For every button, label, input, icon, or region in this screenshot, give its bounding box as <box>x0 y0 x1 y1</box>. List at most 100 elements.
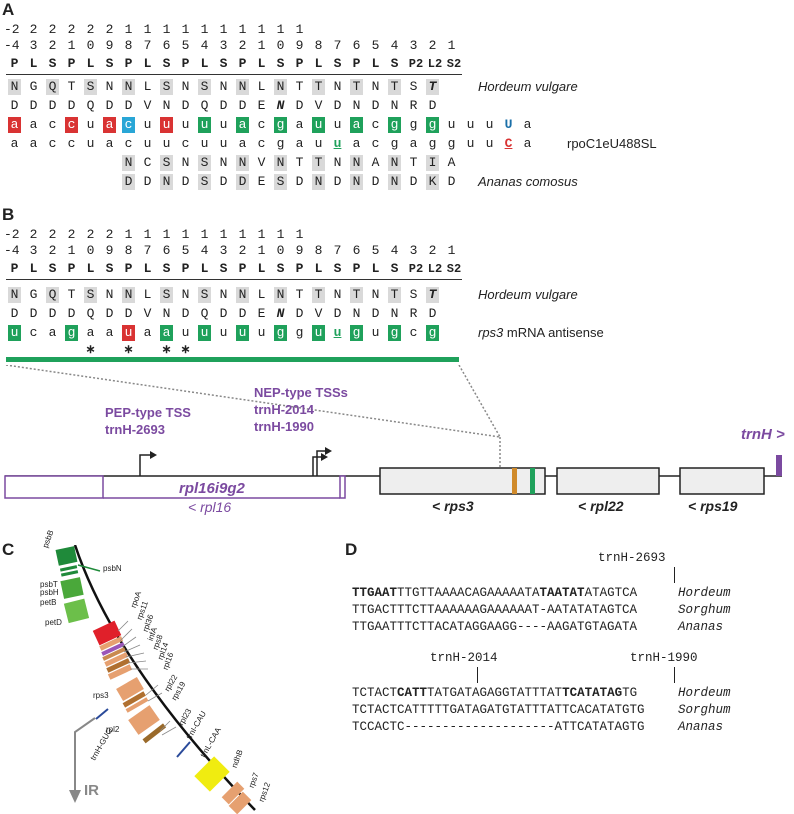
rps3-nucleotide: u <box>257 325 266 340</box>
motif-letter: S <box>105 261 114 276</box>
rpoc1-edited-nucleotide: u <box>86 136 95 151</box>
rps3-nucleotide: u <box>8 325 21 341</box>
hordeum-aa1: V <box>314 306 323 321</box>
label-rps3: rps3 <box>93 691 109 700</box>
promoter-sequence-line: TCTACTCATTTATGATAGAGGTATTTATTCATATAGTG <box>352 685 637 701</box>
motif-letter: L <box>257 56 266 71</box>
rps3-nucleotide: a <box>105 325 114 340</box>
position-ones-digit: 0 <box>276 38 285 53</box>
position-tens-digit: 2 <box>105 227 114 242</box>
position-ones-digit: 3 <box>29 243 38 258</box>
rps3-site-mark <box>530 468 535 494</box>
motif-letter: S <box>219 261 228 276</box>
rpoc1-edited-nucleotide: a <box>352 136 361 151</box>
ananas-aa1: N <box>388 174 401 190</box>
nep-tss-id-1: trnH-2014 <box>254 402 314 417</box>
species-name: Hordeum <box>678 686 731 700</box>
motif-letter: L <box>86 56 95 71</box>
rpl2-block <box>128 705 160 735</box>
motif-letter: S <box>162 56 171 71</box>
hordeum-aa1: D <box>371 306 380 321</box>
rps3-nucleotide: a <box>86 325 95 340</box>
hordeum-aa1: D <box>371 98 380 113</box>
hordeum-aa1: D <box>29 98 38 113</box>
rpoc1-edited-nucleotide: g <box>447 136 456 151</box>
ananas-aa1: N <box>312 174 325 190</box>
position-ones-digit: 4 <box>200 243 209 258</box>
hordeum-aa1: Q <box>86 98 95 113</box>
motif-letter: P <box>181 261 190 276</box>
motif-underline <box>6 279 462 280</box>
motif-letter: S2 <box>446 57 462 71</box>
gene-map-svg <box>4 365 782 499</box>
rpl22-block <box>122 691 146 708</box>
ananas-aa6: I <box>426 155 439 171</box>
ananas-aa1: S <box>274 174 287 190</box>
hordeum-aa6: T <box>312 79 325 95</box>
hordeum-aa6: N <box>122 287 135 303</box>
hordeum-aa6: S <box>160 79 173 95</box>
ananas-aa1: N <box>160 174 173 190</box>
position-ones-digit: 1 <box>67 243 76 258</box>
rpoc1-edited-nucleotide: c <box>67 136 76 151</box>
hordeum-aa6: N <box>8 287 21 303</box>
rps3-box <box>379 467 546 495</box>
position-ones-digit: 2 <box>238 243 247 258</box>
motif-letter: P <box>67 56 76 71</box>
hordeum-aa1: D <box>428 98 437 113</box>
rps3-nucleotide: u <box>219 325 228 340</box>
sequence-segment: TCTACT <box>352 686 398 700</box>
psbT-block <box>59 565 78 572</box>
label-petD: petD <box>45 618 62 627</box>
motif-underline <box>6 74 462 75</box>
rpoc1-edited-nucleotide: u <box>466 136 475 151</box>
ananas-aa1: N <box>350 174 363 190</box>
psbH-block <box>60 570 79 577</box>
position-ones-digit: 7 <box>143 243 152 258</box>
rpoc1-nucleotide: u <box>198 117 211 133</box>
hordeum-aa6: N <box>8 79 21 95</box>
trnH-box <box>776 455 782 476</box>
rpl16-intron-label: rpl16i9g2 <box>179 480 245 497</box>
position-ones-digit: 9 <box>295 243 304 258</box>
ir-arrow-path <box>74 717 96 795</box>
trnH-tick <box>95 708 109 720</box>
rpoc1-nucleotide: u <box>219 117 228 132</box>
edit-site-label: rpoC1eU488SL <box>567 136 657 151</box>
rps3-nucleotide: c <box>409 325 418 340</box>
position-ones-digit: 9 <box>105 38 114 53</box>
hordeum-aa1: D <box>219 306 228 321</box>
species-name: Ananas <box>678 620 724 634</box>
hordeum-aa6: L <box>143 79 152 94</box>
position-tens-digit: 1 <box>295 22 304 37</box>
ananas-aa6: N <box>350 155 363 171</box>
ananas-aa1: D <box>295 174 304 189</box>
position-ones-digit: 1 <box>257 243 266 258</box>
rpoc1-nucleotide: u <box>143 117 152 132</box>
rps3-gene-name: rps3 <box>478 325 504 340</box>
promoter-sequence-line: TTGAATTTCTTACATAGGAAGG----AAGATGTAGATA <box>352 619 637 635</box>
position-ones-digit: 7 <box>333 38 342 53</box>
position-ones-digit: 5 <box>371 243 380 258</box>
rpoc1-edited-nucleotide: a <box>295 136 304 151</box>
hordeum-aa6: N <box>105 287 114 302</box>
sequence-segment: TAATAT <box>539 586 585 600</box>
position-tens-digit: 2 <box>67 227 76 242</box>
position-ones-digit: 8 <box>124 38 133 53</box>
hordeum-aa6: Q <box>46 79 59 95</box>
motif-letter: L <box>371 261 380 276</box>
motif-letter: S2 <box>446 262 462 276</box>
rpl23-block <box>142 723 167 744</box>
ananas-aa1: S <box>198 174 211 190</box>
hordeum-aa1: D <box>428 306 437 321</box>
motif-letter: S <box>333 261 342 276</box>
rpoc1-nucleotide: a <box>29 117 38 132</box>
motif-letter: S <box>276 261 285 276</box>
tss-1990-label: trnH-1990 <box>630 651 698 665</box>
hordeum-aa6: N <box>122 79 135 95</box>
rps3-antisense-label: rps3 mRNA antisense <box>478 325 604 341</box>
position-ones-digit: 7 <box>143 38 152 53</box>
hordeum-aa1: E <box>257 98 266 113</box>
rps3-nucleotide: u <box>198 325 211 341</box>
nep-tss-arrow-1 <box>312 456 322 476</box>
